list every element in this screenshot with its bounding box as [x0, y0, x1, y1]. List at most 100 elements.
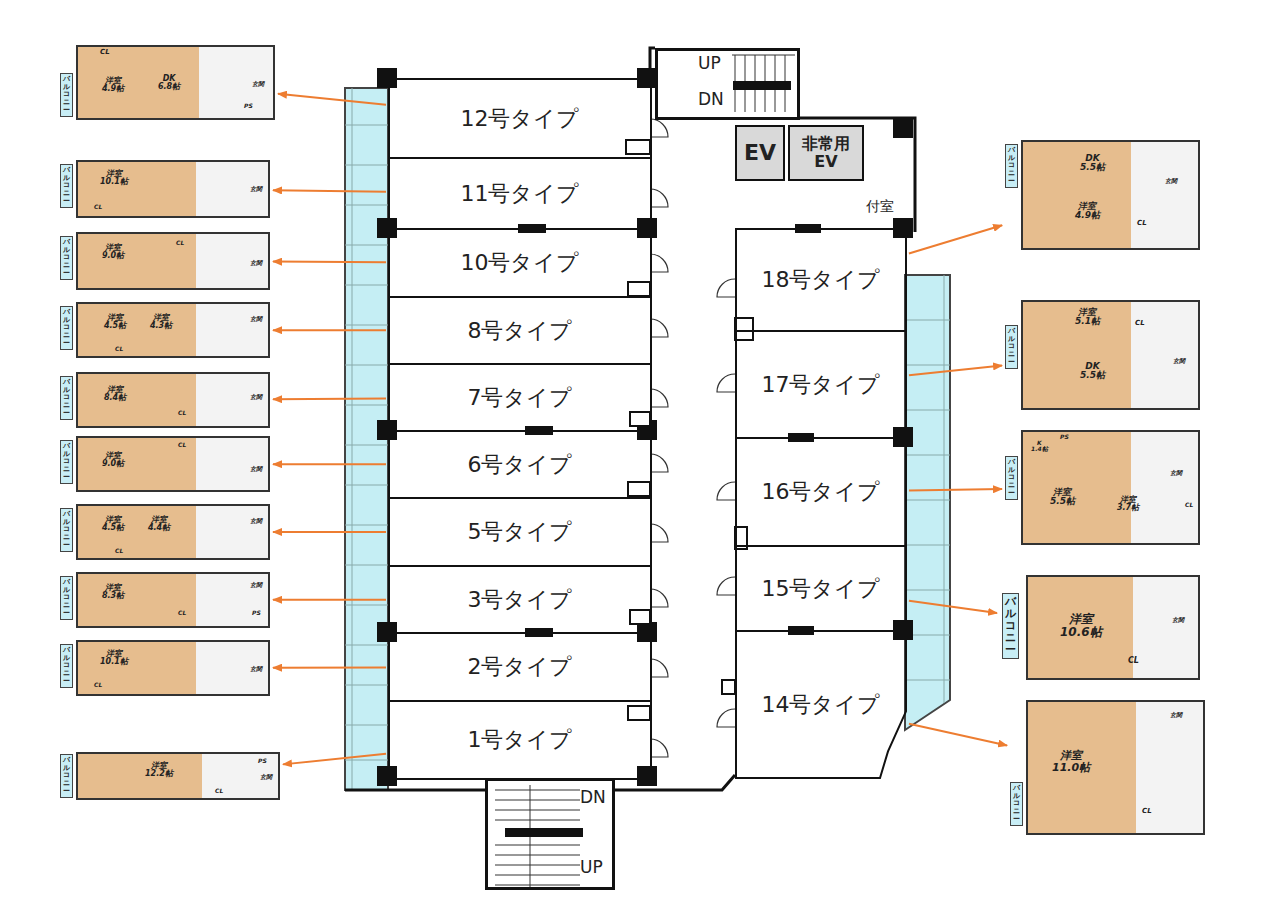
- room-label: PS: [252, 610, 261, 616]
- unit-type-label: 12号タイプ: [461, 104, 580, 134]
- room-label: 玄関: [1165, 178, 1177, 184]
- balcony-label: バルコニー: [60, 440, 73, 484]
- balcony-label: バルコニー: [60, 306, 73, 350]
- unit-type-box: 3号タイプ: [388, 565, 652, 634]
- wall: [345, 48, 915, 790]
- room-label: PS: [244, 103, 253, 109]
- room-label: PS: [258, 758, 267, 764]
- unit-floor-plan: CLバルコニー洋室 4.9帖DK 6.8帖玄関PS: [60, 45, 275, 120]
- leader-arrow: [273, 463, 386, 465]
- unit-type-box: 6号タイプ: [388, 430, 652, 499]
- unit-type-box: 2号タイプ: [388, 632, 652, 702]
- room-label: 洋室 10.6帖: [1060, 613, 1102, 638]
- leader-arrow: [273, 261, 386, 264]
- room-label: CL: [1142, 808, 1152, 815]
- room-label: CL: [1135, 320, 1145, 327]
- room-label: 洋室 8.4帖: [104, 386, 126, 403]
- unit-floor-plan: 玄関洋室 11.0帖バルコニーCL: [1010, 700, 1205, 835]
- unit-type-label: 5号タイプ: [468, 517, 573, 547]
- unit-floor-plan: 洋室 10.1帖バルコニー玄関CL: [60, 160, 270, 218]
- room-label: 玄関: [1170, 712, 1182, 718]
- leader-arrow: [273, 329, 386, 331]
- floor-fill: [1021, 140, 1200, 250]
- unit-floor-plan: バルコニー洋室 10.6帖玄関CL: [1000, 575, 1200, 680]
- room-label: 玄関: [260, 774, 272, 780]
- balcony-label: バルコニー: [1010, 782, 1023, 826]
- room-label: CL: [178, 410, 186, 416]
- floor-fill: [1026, 575, 1200, 680]
- leader-arrow: [909, 724, 1007, 746]
- leader-arrow: [278, 94, 386, 105]
- room-label: 玄関: [1172, 617, 1184, 623]
- stair-wall: [733, 81, 791, 90]
- stair-box: DNUP: [485, 778, 615, 890]
- leader-arrow: [273, 599, 386, 601]
- room-label: 玄関: [250, 518, 262, 524]
- stair-steps: [495, 785, 580, 890]
- stair-label: UP: [580, 859, 603, 877]
- leader-arrow: [909, 366, 1002, 376]
- unit-type-label: 18号タイプ: [762, 265, 881, 295]
- elevator-label: EV: [744, 141, 776, 165]
- leader-arrow: [273, 531, 386, 533]
- unit-type-box: 15号タイプ: [735, 545, 907, 632]
- room-label: 洋室 8.3帖: [102, 584, 124, 601]
- room-label: 洋室 4.9帖: [1075, 202, 1100, 221]
- room-label: PS: [1060, 434, 1069, 440]
- unit-floor-plan: 洋室 4.5帖洋室 4.4帖バルコニー玄関CL: [60, 504, 270, 560]
- leader-arrow: [909, 601, 997, 613]
- unit-type-label: 6号タイプ: [468, 450, 573, 480]
- room-name-label: 付室: [866, 198, 894, 216]
- room-label: CL: [178, 610, 186, 616]
- elevator-label: 非常用 EV: [802, 135, 850, 170]
- room-label: 玄関: [250, 466, 262, 472]
- unit-type-box: 11号タイプ: [388, 157, 652, 230]
- room-label: CL: [1185, 502, 1193, 508]
- room-label: K 1.4帖: [1031, 440, 1048, 453]
- unit-floor-plan: 洋室 8.4帖バルコニーCL玄関: [60, 372, 270, 428]
- floor-fill: [1021, 430, 1200, 545]
- leader-arrow: [273, 397, 386, 400]
- unit-type-label: 17号タイプ: [762, 370, 881, 400]
- unit-floor-plan: 洋室 4.5帖洋室 4.3帖バルコニー玄関CL: [60, 302, 270, 358]
- room-label: CL: [100, 49, 110, 56]
- unit-type-box: 17号タイプ: [735, 330, 907, 439]
- room-label: 玄関: [250, 666, 262, 672]
- unit-type-label: 8号タイプ: [468, 316, 573, 346]
- pillar: [377, 68, 913, 786]
- unit-floor-plan: 洋室 10.1帖バルコニー玄関CL: [60, 640, 270, 696]
- floor-fill: [1021, 300, 1200, 410]
- stair-wall: [505, 828, 583, 837]
- unit-type-label: 11号タイプ: [461, 179, 580, 209]
- stair-label: UP: [698, 55, 721, 73]
- room-label: DK 5.5帖: [1080, 362, 1105, 381]
- room-label: 洋室 10.1帖: [100, 170, 128, 187]
- room-label: 玄関: [250, 394, 262, 400]
- unit-type-label: 3号タイプ: [468, 585, 573, 615]
- room-label: CL: [1128, 657, 1139, 665]
- balcony-label: バルコニー: [1005, 456, 1018, 500]
- unit-type-label: 14号タイプ: [762, 690, 881, 720]
- balcony-label: バルコニー: [60, 508, 73, 552]
- unit-floor-plan: 洋室 5.1帖CLバルコニー玄関DK 5.5帖: [1005, 300, 1200, 410]
- unit-type-box: 1号タイプ: [388, 700, 652, 780]
- elevator-box: EV: [735, 125, 785, 181]
- unit-type-box: 18号タイプ: [735, 228, 907, 332]
- unit-floor-plan: 洋室 9.0帖CLバルコニー玄関: [60, 232, 270, 290]
- unit-type-box: 8号タイプ: [388, 296, 652, 365]
- room-label: 洋室 4.5帖: [102, 516, 124, 533]
- unit-type-label: 16号タイプ: [762, 477, 881, 507]
- unit-type-label: 7号タイプ: [468, 383, 573, 413]
- room-label: DK 5.5帖: [1080, 154, 1105, 173]
- door-swing: [650, 119, 735, 757]
- leader-arrow: [283, 754, 386, 765]
- floor-fill: [76, 160, 270, 218]
- stair-steps: [732, 55, 795, 112]
- room-label: CL: [176, 240, 184, 246]
- room-label: CL: [1137, 220, 1147, 227]
- room-label: 洋室 4.3帖: [150, 314, 172, 331]
- room-label: CL: [115, 346, 123, 352]
- balcony-band: [905, 275, 950, 730]
- room-label: 玄関: [252, 81, 264, 87]
